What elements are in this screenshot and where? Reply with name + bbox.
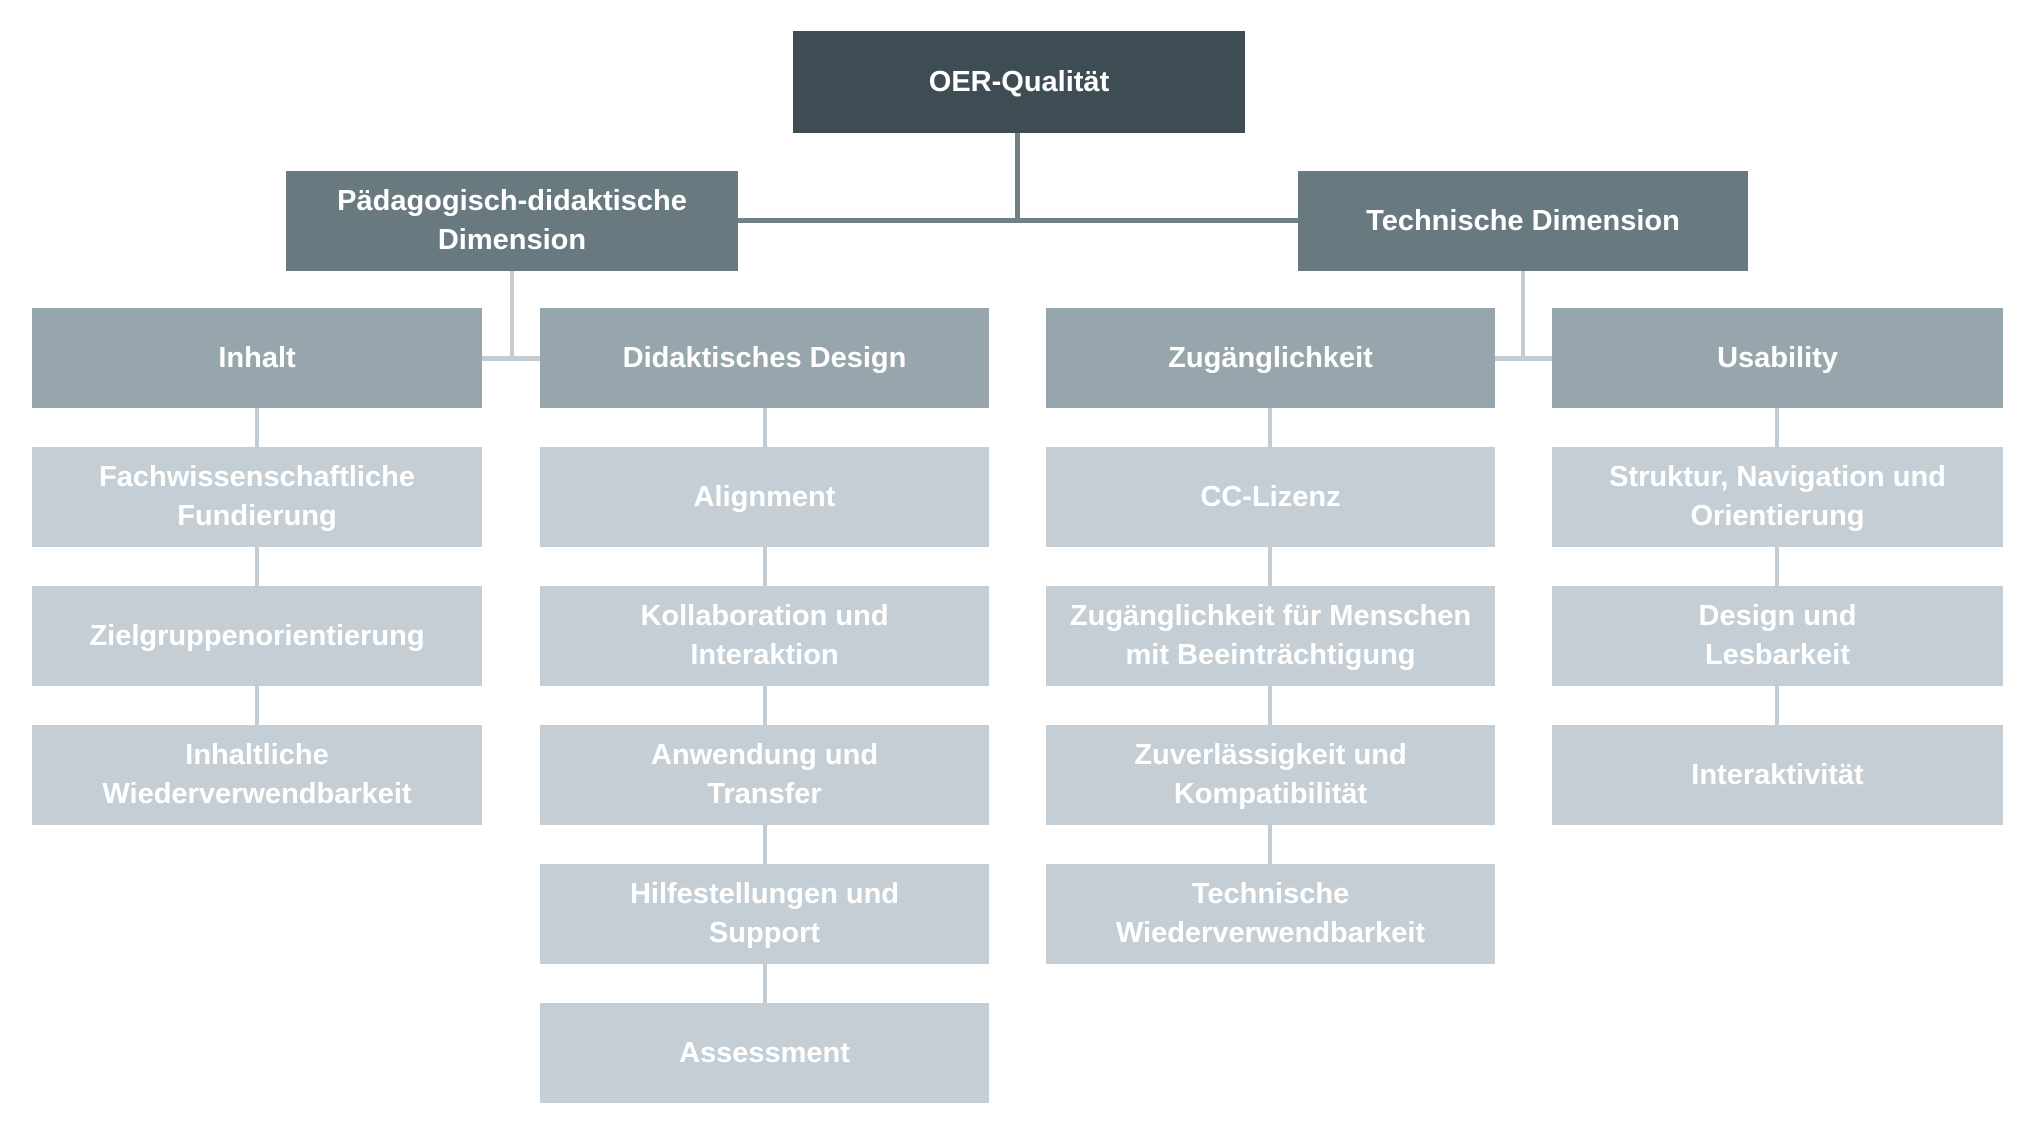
connector-col3-gap4 [1268, 825, 1272, 864]
node-fachwissenschaftliche-fundierung: Fachwissenschaftliche Fundierung [32, 447, 482, 547]
node-interaktivitaet: Interaktivität [1552, 725, 2003, 825]
node-hilfestellungen-und-support: Hilfestellungen und Support [540, 864, 989, 964]
node-assessment: Assessment [540, 1003, 989, 1103]
node-kollaboration-und-interaktion: Kollaboration und Interaktion [540, 586, 989, 686]
node-zugaenglichkeit: Zugänglichkeit [1046, 308, 1495, 408]
connector-root-horizontal [738, 218, 1298, 223]
connector-col4-gap2 [1775, 547, 1779, 586]
node-paedagogisch-didaktische-dimension: Pädagogisch-didaktische Dimension [286, 171, 738, 271]
connector-col4-gap1 [1775, 408, 1779, 447]
connector-col2-gap5 [763, 964, 767, 1003]
connector-col4-gap3 [1775, 686, 1779, 725]
connector-col2-gap3 [763, 686, 767, 725]
node-oer-qualitaet: OER-Qualität [793, 31, 1245, 133]
node-inhalt: Inhalt [32, 308, 482, 408]
connector-root-vertical [1015, 133, 1020, 220]
connector-inhalt-didaktisches-horizontal [482, 356, 540, 361]
node-technische-wiederverwendbarkeit: Technische Wiederverwendbarkeit [1046, 864, 1495, 964]
connector-col2-gap4 [763, 825, 767, 864]
node-inhaltliche-wiederverwendbarkeit: Inhaltliche Wiederverwendbarkeit [32, 725, 482, 825]
connector-col2-gap1 [763, 408, 767, 447]
node-cc-lizenz: CC-Lizenz [1046, 447, 1495, 547]
node-technische-dimension: Technische Dimension [1298, 171, 1748, 271]
node-alignment: Alignment [540, 447, 989, 547]
connector-col1-gap3 [255, 686, 259, 725]
node-struktur-navigation-orientierung: Struktur, Navigation und Orientierung [1552, 447, 2003, 547]
node-anwendung-und-transfer: Anwendung und Transfer [540, 725, 989, 825]
node-zuverlaessigkeit-und-kompatibilitaet: Zuverlässigkeit und Kompatibilität [1046, 725, 1495, 825]
connector-zugaenglichkeit-usability-horizontal [1495, 356, 1552, 361]
connector-col1-gap2 [255, 547, 259, 586]
node-didaktisches-design: Didaktisches Design [540, 308, 989, 408]
connector-col3-gap1 [1268, 408, 1272, 447]
node-zielgruppenorientierung: Zielgruppenorientierung [32, 586, 482, 686]
connector-paedagogisch-vertical [510, 271, 514, 360]
connector-technische-vertical [1521, 271, 1525, 360]
connector-col2-gap2 [763, 547, 767, 586]
node-zugaenglichkeit-fuer-menschen: Zugänglichkeit für Menschen mit Beeinträ… [1046, 586, 1495, 686]
node-design-und-lesbarkeit: Design und Lesbarkeit [1552, 586, 2003, 686]
connector-col3-gap2 [1268, 547, 1272, 586]
connector-col3-gap3 [1268, 686, 1272, 725]
connector-col1-gap1 [255, 408, 259, 447]
node-usability: Usability [1552, 308, 2003, 408]
